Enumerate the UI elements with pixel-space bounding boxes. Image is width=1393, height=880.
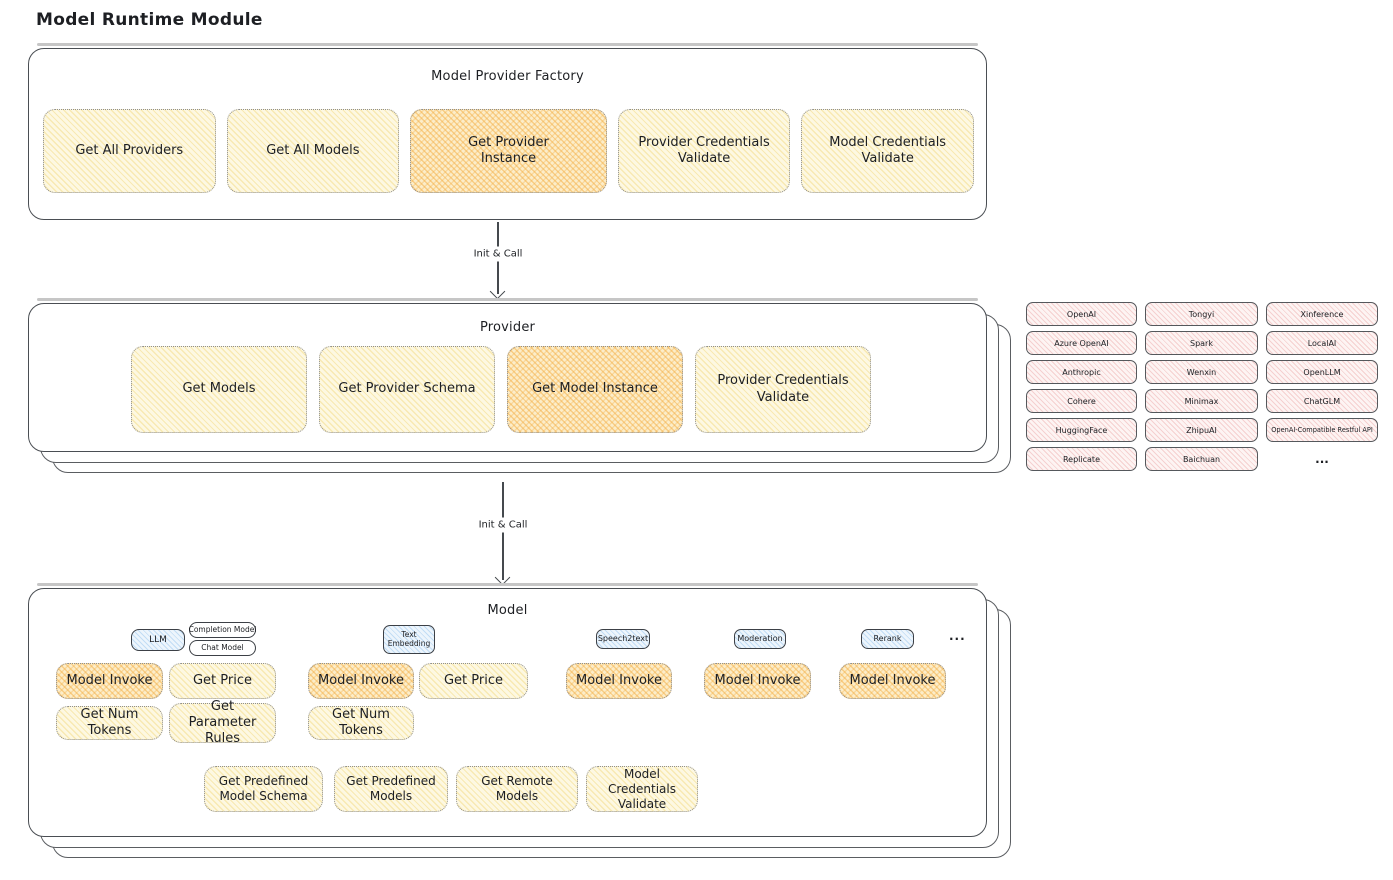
model-title: Model	[487, 603, 528, 618]
provider-panel: Provider Get Models Get Provider Schema …	[28, 298, 987, 452]
provider-pill: OpenAI	[1026, 302, 1137, 326]
provider-title: Provider	[479, 320, 536, 335]
tabs-more-ellipsis: ...	[949, 629, 966, 643]
factory-buttons-row: Get All Providers Get All Models Get Pro…	[43, 109, 974, 193]
btn-model-invoke-speech2text: Model Invoke	[566, 663, 672, 699]
page-title: Model Runtime Module	[36, 10, 263, 30]
provider-pill: Cohere	[1026, 389, 1137, 413]
provider-pill: Tongyi	[1145, 302, 1258, 326]
btn-get-parameter-rules: Get Parameter Rules	[169, 699, 276, 746]
provider-buttons-row: Get Models Get Provider Schema Get Model…	[131, 346, 871, 433]
btn-model-credentials-validate: Model Credentials Validate	[801, 109, 974, 193]
btn-model-invoke-text-embedding: Model Invoke	[308, 663, 414, 699]
btn-get-num-tokens-text-embedding: Get Num Tokens	[308, 706, 414, 740]
btn-get-remote-models: Get Remote Models	[456, 766, 578, 812]
model-panel: Model LLM Completion Model Chat Model Te…	[28, 583, 987, 837]
provider-pill: HuggingFace	[1026, 418, 1137, 442]
btn-get-predefined-model-schema: Get Predefined Model Schema	[204, 766, 323, 812]
tab-moderation: Moderation	[734, 629, 786, 649]
btn-get-price-llm: Get Price	[169, 663, 276, 699]
factory-title: Model Provider Factory	[431, 69, 584, 84]
provider-pill: Baichuan	[1145, 447, 1258, 471]
btn-get-num-tokens-llm: Get Num Tokens	[56, 706, 163, 740]
tab-llm: LLM	[131, 629, 185, 651]
btn-get-price-text-embedding: Get Price	[419, 663, 528, 699]
provider-pill: Wenxin	[1145, 360, 1258, 384]
tab-completion-model: Completion Model	[189, 622, 256, 638]
tab-text-embedding: Text Embedding	[383, 625, 435, 654]
tab-speech2text: Speech2text	[596, 629, 650, 649]
provider-pill: Replicate	[1026, 447, 1137, 471]
providers-more-ellipsis: ...	[1315, 452, 1329, 466]
provider-pill: LocalAI	[1266, 331, 1378, 355]
btn-model-credentials-validate: Model Credentials Validate	[586, 766, 698, 812]
btn-model-invoke-rerank: Model Invoke	[839, 663, 946, 699]
arrow-label: Init & Call	[467, 246, 529, 262]
btn-get-provider-schema: Get Provider Schema	[319, 346, 495, 433]
btn-get-model-instance: Get Model Instance	[507, 346, 683, 433]
btn-get-all-providers: Get All Providers	[43, 109, 216, 193]
provider-pill: OpenLLM	[1266, 360, 1378, 384]
provider-pill: OpenAI-Compatible Restful API	[1266, 418, 1378, 442]
providers-grid: OpenAI Tongyi Xinference Azure OpenAI Sp…	[1026, 302, 1378, 471]
provider-pill: ZhipuAI	[1145, 418, 1258, 442]
tab-chat-model: Chat Model	[189, 640, 256, 656]
factory-panel: Model Provider Factory Get All Providers…	[28, 43, 987, 220]
provider-pill: Azure OpenAI	[1026, 331, 1137, 355]
arrow-label: Init & Call	[472, 517, 534, 533]
provider-pill: Xinference	[1266, 302, 1378, 326]
btn-get-provider-instance: Get Provider Instance	[410, 109, 607, 193]
tab-rerank: Rerank	[861, 629, 914, 649]
btn-get-predefined-models: Get Predefined Models	[334, 766, 448, 812]
btn-model-invoke-llm: Model Invoke	[56, 663, 163, 699]
provider-pill: Anthropic	[1026, 360, 1137, 384]
provider-pill: Spark	[1145, 331, 1258, 355]
btn-get-models: Get Models	[131, 346, 307, 433]
arrow-down-head-icon	[490, 283, 506, 300]
btn-model-invoke-moderation: Model Invoke	[704, 663, 811, 699]
provider-pill: ChatGLM	[1266, 389, 1378, 413]
provider-pill: Minimax	[1145, 389, 1258, 413]
btn-provider-credentials-validate: Provider Credentials Validate	[695, 346, 871, 433]
btn-get-all-models: Get All Models	[226, 109, 400, 193]
btn-provider-credentials-validate: Provider Credentials Validate	[617, 109, 791, 193]
